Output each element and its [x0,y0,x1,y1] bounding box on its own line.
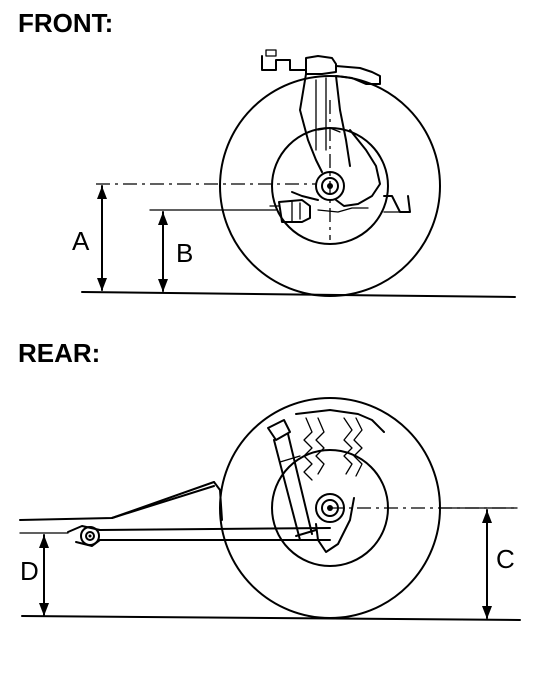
rear-shock-absorber [267,419,317,541]
rear-knuckle [315,497,355,553]
front-wheel [81,49,516,298]
rear-heading: REAR: [18,338,100,368]
front-heading: FRONT: [18,8,113,38]
label-d: D [20,556,39,586]
front-section: FRONT: [18,8,516,298]
front-dimension-a: A [72,185,107,291]
front-right-bracket [383,195,411,213]
rear-dimension-d: D [20,534,49,616]
rear-coil-spring [295,409,385,481]
front-ground-line [81,291,516,298]
label-a: A [72,226,90,256]
label-c: C [496,544,515,574]
rear-pivot-bushing [80,526,100,546]
front-tire [219,75,441,297]
rear-dimension-c: C [482,509,515,619]
front-strut-assembly [261,49,381,207]
front-lower-balljoint [269,199,369,223]
rear-ground-line [21,615,521,621]
front-dimension-b: B [158,211,193,292]
rear-wheel [21,397,521,621]
rear-trailing-arm [19,481,331,547]
label-b: B [176,238,193,268]
rear-section: REAR: [18,338,521,621]
